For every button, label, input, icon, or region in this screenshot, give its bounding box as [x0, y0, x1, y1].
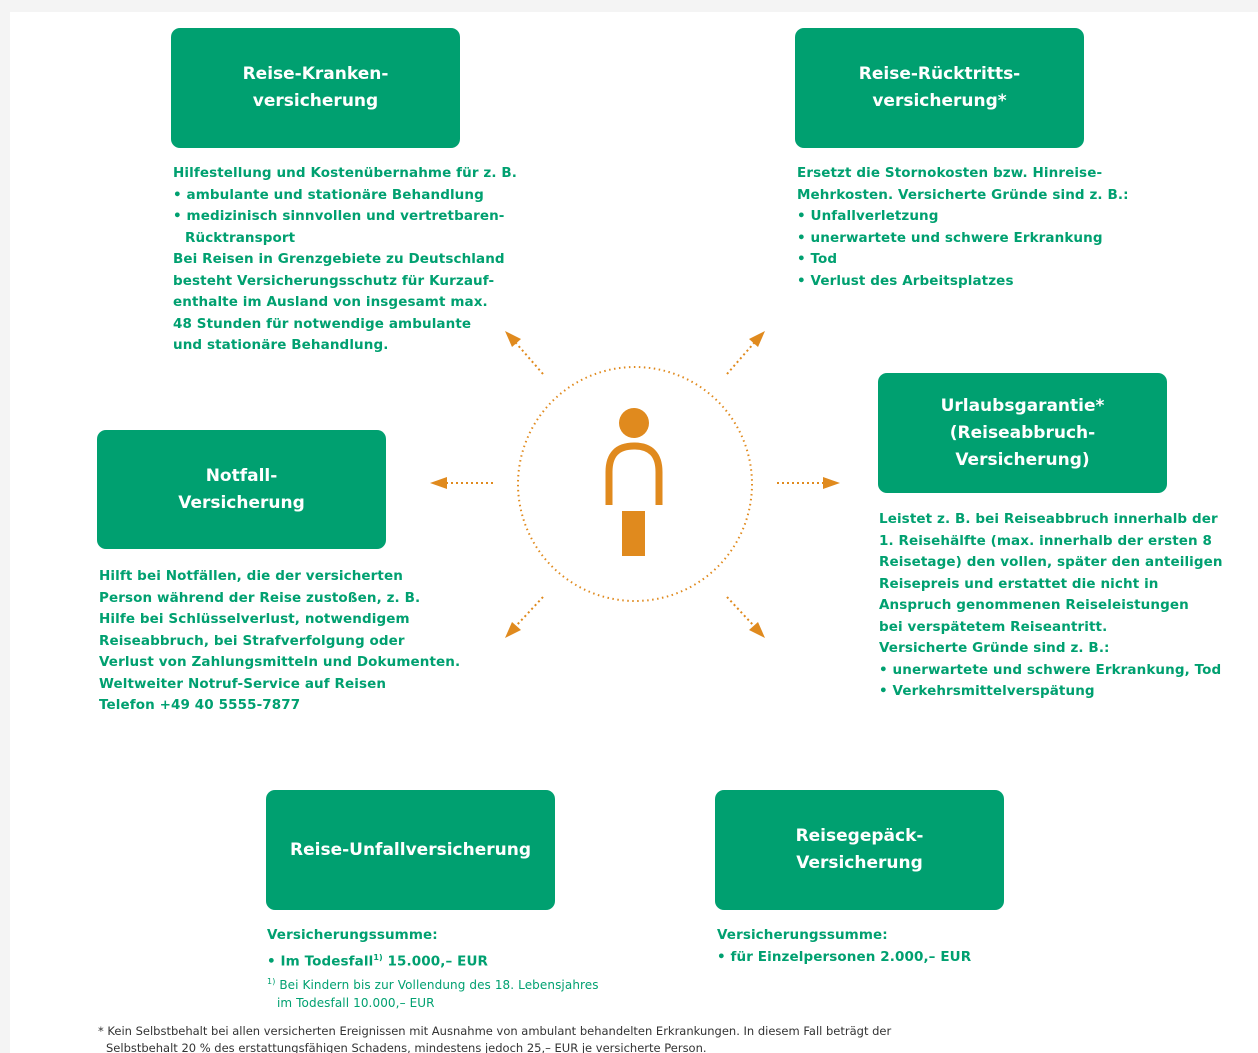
box-reisegepaeck: Reisegepäck- Versicherung [715, 790, 1004, 910]
text-line: Mehrkosten. Versicherte Gründe sind z. B… [797, 186, 1129, 203]
text-line: • unerwartete und schwere Erkrankung [797, 229, 1103, 246]
box-label: Reise-Rücktritts- [858, 64, 1021, 84]
box-urlaubsgarantie: Urlaubsgarantie* (Reiseabbruch- Versiche… [878, 373, 1167, 493]
footnote-line: Selbstbehalt 20 % des erstattungsfähigen… [106, 1041, 707, 1053]
arrow-head-left [430, 477, 447, 489]
footnote: * Kein Selbstbehalt bei allen versichert… [98, 1023, 891, 1053]
text-reise-unfall: Versicherungssumme: • Im Todesfall1) 15.… [267, 925, 599, 1012]
person-icon [605, 408, 663, 556]
text-reise-ruecktritt: Ersetzt die Stornokosten bzw. Hinreise- … [797, 163, 1129, 292]
sum-heading: Versicherungssumme: [267, 927, 438, 943]
text-line: • medizinisch sinnvollen und vertretbare… [173, 208, 505, 224]
arrow-head-right [823, 477, 840, 489]
text-line: • unerwartete und schwere Erkrankung, To… [879, 661, 1222, 678]
arrow-head-bottom-right [749, 622, 765, 638]
text-line: enthalte im Ausland von insgesamt max. [173, 294, 488, 310]
text-line: Leistet z. B. bei Reiseabbruch innerhalb… [879, 511, 1218, 527]
arrow-head-top-right [749, 331, 765, 347]
box-label: versicherung* [872, 91, 1007, 111]
sum-note: 1) Bei Kindern bis zur Vollendung des 18… [267, 973, 599, 994]
box-notfall: Notfall- Versicherung [97, 430, 386, 549]
center-graphic [430, 331, 840, 638]
text-line: • Verlust des Arbeitsplatzes [797, 272, 1014, 289]
sum-note-line2: im Todesfall 10.000,– EUR [277, 995, 435, 1010]
box-label: Reise-Unfallversicherung [290, 839, 531, 860]
box-reise-ruecktritt: Reise-Rücktritts- versicherung* [795, 28, 1084, 148]
sum-item-text: • Im Todesfall [267, 953, 374, 969]
text-line: • Unfallverletzung [797, 208, 939, 224]
text-line: • ambulante und stationäre Behandlung [173, 186, 484, 203]
text-line: bei verspätetem Reiseantritt. [879, 618, 1108, 635]
box-reise-kranken: Reise-Kranken- versicherung [171, 28, 460, 148]
text-line: • Verkehrsmittelverspätung [879, 683, 1095, 699]
arrow-line-top-left [515, 342, 544, 375]
text-notfall: Hilft bei Notfällen, die der versicherte… [99, 566, 460, 717]
box-label: versicherung [252, 91, 379, 111]
text-line: Hilfe bei Schlüsselverlust, notwendigem [99, 611, 410, 627]
box-label: Reise-Kranken- [242, 64, 389, 84]
text-reisegepaeck: Versicherungssumme: • für Einzelpersonen… [717, 925, 971, 968]
notruf-phone: Telefon +49 40 5555-7877 [99, 697, 301, 713]
box-label: Versicherung [796, 853, 923, 873]
text-line: 48 Stunden für notwendige ambulante [173, 315, 472, 332]
text-line: Reisetage) den vollen, später den anteil… [879, 554, 1223, 570]
text-line: • Tod [797, 251, 838, 267]
sum-item: • Im Todesfall1) 15.000,– EUR [267, 947, 599, 973]
box-label: (Reiseabbruch- [949, 422, 1096, 443]
box-label: Reisegepäck- [795, 826, 924, 846]
arrow-line-bottom-left [515, 596, 544, 627]
footnote-marker: 1) [267, 976, 276, 986]
text-line: Bei Reisen in Grenzgebiete zu Deutschlan… [173, 251, 505, 267]
text-line: besteht Versicherungsschutz für Kurzauf- [173, 272, 495, 289]
text-line: 1. Reisehälfte (max. innerhalb der erste… [879, 532, 1213, 549]
text-line: Rücktransport [185, 229, 296, 246]
text-line: Hilft bei Notfällen, die der versicherte… [99, 568, 403, 584]
text-line: Anspruch genommenen Reiseleistungen [879, 597, 1189, 613]
footnote-line: * Kein Selbstbehalt bei allen versichert… [98, 1024, 892, 1038]
sum-item: • für Einzelpersonen 2.000,– EUR [717, 948, 972, 965]
text-urlaubsgarantie: Leistet z. B. bei Reiseabbruch innerhalb… [879, 509, 1223, 703]
text-line: Reiseabbruch, bei Strafverfolgung oder [99, 632, 405, 649]
text-line: Person während der Reise zustoßen, z. B. [99, 589, 421, 606]
arrow-line-bottom-right [726, 596, 755, 627]
arrow-line-top-right [726, 342, 755, 375]
text-line: Versicherte Gründe sind z. B.: [879, 640, 1110, 656]
text-line: Verlust von Zahlungsmitteln und Dokument… [99, 654, 461, 670]
text-line: Reisepreis und erstattet die nicht in [879, 575, 1159, 592]
sum-item-value: 15.000,– EUR [382, 953, 489, 969]
text-reise-kranken: Hilfestellung und Kostenübernahme für z.… [173, 163, 517, 357]
box-reise-unfall: Reise-Unfallversicherung [266, 790, 555, 910]
text-line: und stationäre Behandlung. [173, 337, 389, 353]
notruf-service-label: Weltweiter Notruf-Service auf Reisen [99, 675, 387, 692]
dotted-circle [517, 366, 753, 602]
box-label: Versicherung) [955, 449, 1090, 470]
sum-heading: Versicherungssumme: [717, 927, 888, 943]
box-label: Notfall- [205, 465, 278, 486]
sum-note-text: Bei Kindern bis zur Vollendung des 18. L… [275, 977, 599, 992]
arrow-head-bottom-left [505, 622, 521, 638]
arrow-head-top-left [505, 331, 521, 347]
box-label: Urlaubsgarantie* [940, 395, 1105, 416]
footnote-marker: 1) [373, 952, 383, 962]
box-label: Versicherung [178, 492, 305, 513]
text-line: Ersetzt die Stornokosten bzw. Hinreise- [797, 165, 1103, 181]
text-line: Hilfestellung und Kostenübernahme für z.… [173, 165, 517, 181]
insurance-overview-diagram: Reise-Kranken- versicherung Reise-Rücktr… [10, 12, 1258, 1053]
